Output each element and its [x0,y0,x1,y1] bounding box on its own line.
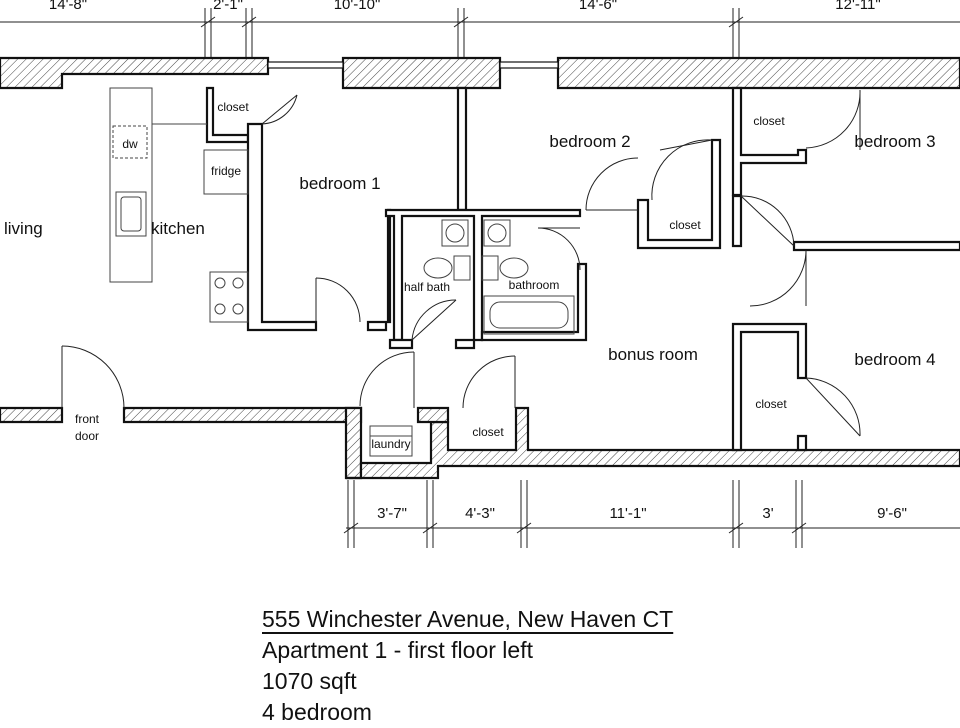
dim-bottom-3: 11'-1" [609,505,646,522]
dim-top-1: 14'-8" [49,0,87,13]
dim-top-2: 2'-1" [213,0,243,13]
caption-unit: Apartment 1 - first floor left [262,637,533,663]
label-fridge: fridge [211,164,241,178]
caption-bedrooms: 4 bedroom [262,699,372,725]
label-closet-hall: closet [472,425,504,439]
dim-bottom-2: 4'-3" [465,505,495,522]
label-closet-bed2: closet [669,218,701,232]
plan-caption: 555 Winchester Avenue, New Haven CT Apar… [262,604,673,728]
label-closet-bed4: closet [755,397,787,411]
dim-bottom-1: 3'-7" [377,505,407,522]
top-dimension-lines [0,8,960,60]
label-laundry: laundry [371,437,410,451]
exterior-walls [0,56,960,480]
label-half-bath: half bath [404,280,450,294]
caption-area: 1070 sqft [262,668,357,694]
dim-top-4: 14'-6" [579,0,617,13]
label-bedroom-1: bedroom 1 [299,174,380,193]
label-dw: dw [122,137,138,151]
label-closet-bed3: closet [753,114,785,128]
bottom-dimension-labels: 3'-7" 4'-3" 11'-1" 3' 9'-6" [377,505,907,522]
label-bedroom-2: bedroom 2 [549,132,630,151]
top-dimension-labels: 14'-8" 2'-1" 10'-10" 14'-6" 12'-11" [49,0,881,13]
label-closet-bed1: closet [217,100,249,114]
label-door: door [75,429,99,443]
windows [267,61,559,69]
label-bedroom-3: bedroom 3 [854,132,935,151]
doors [61,89,861,437]
bottom-dimension-lines [343,480,960,548]
label-bathroom: bathroom [509,278,560,292]
caption-address: 555 Winchester Avenue, New Haven CT [262,606,674,632]
bath-fixtures [369,219,575,457]
label-living: living [4,219,43,238]
room-labels: living kitchen dw fridge closet bedroom … [4,100,936,451]
dim-top-3: 10'-10" [334,0,381,13]
label-front: front [75,412,100,426]
dim-bottom-4: 3' [762,505,773,522]
label-kitchen: kitchen [151,219,205,238]
dim-top-5: 12'-11" [835,0,880,13]
kitchen-fixtures [109,87,249,323]
dim-bottom-5: 9'-6" [877,505,907,522]
label-bedroom-4: bedroom 4 [854,350,935,369]
interior-walls [205,86,960,452]
label-bonus-room: bonus room [608,345,698,364]
